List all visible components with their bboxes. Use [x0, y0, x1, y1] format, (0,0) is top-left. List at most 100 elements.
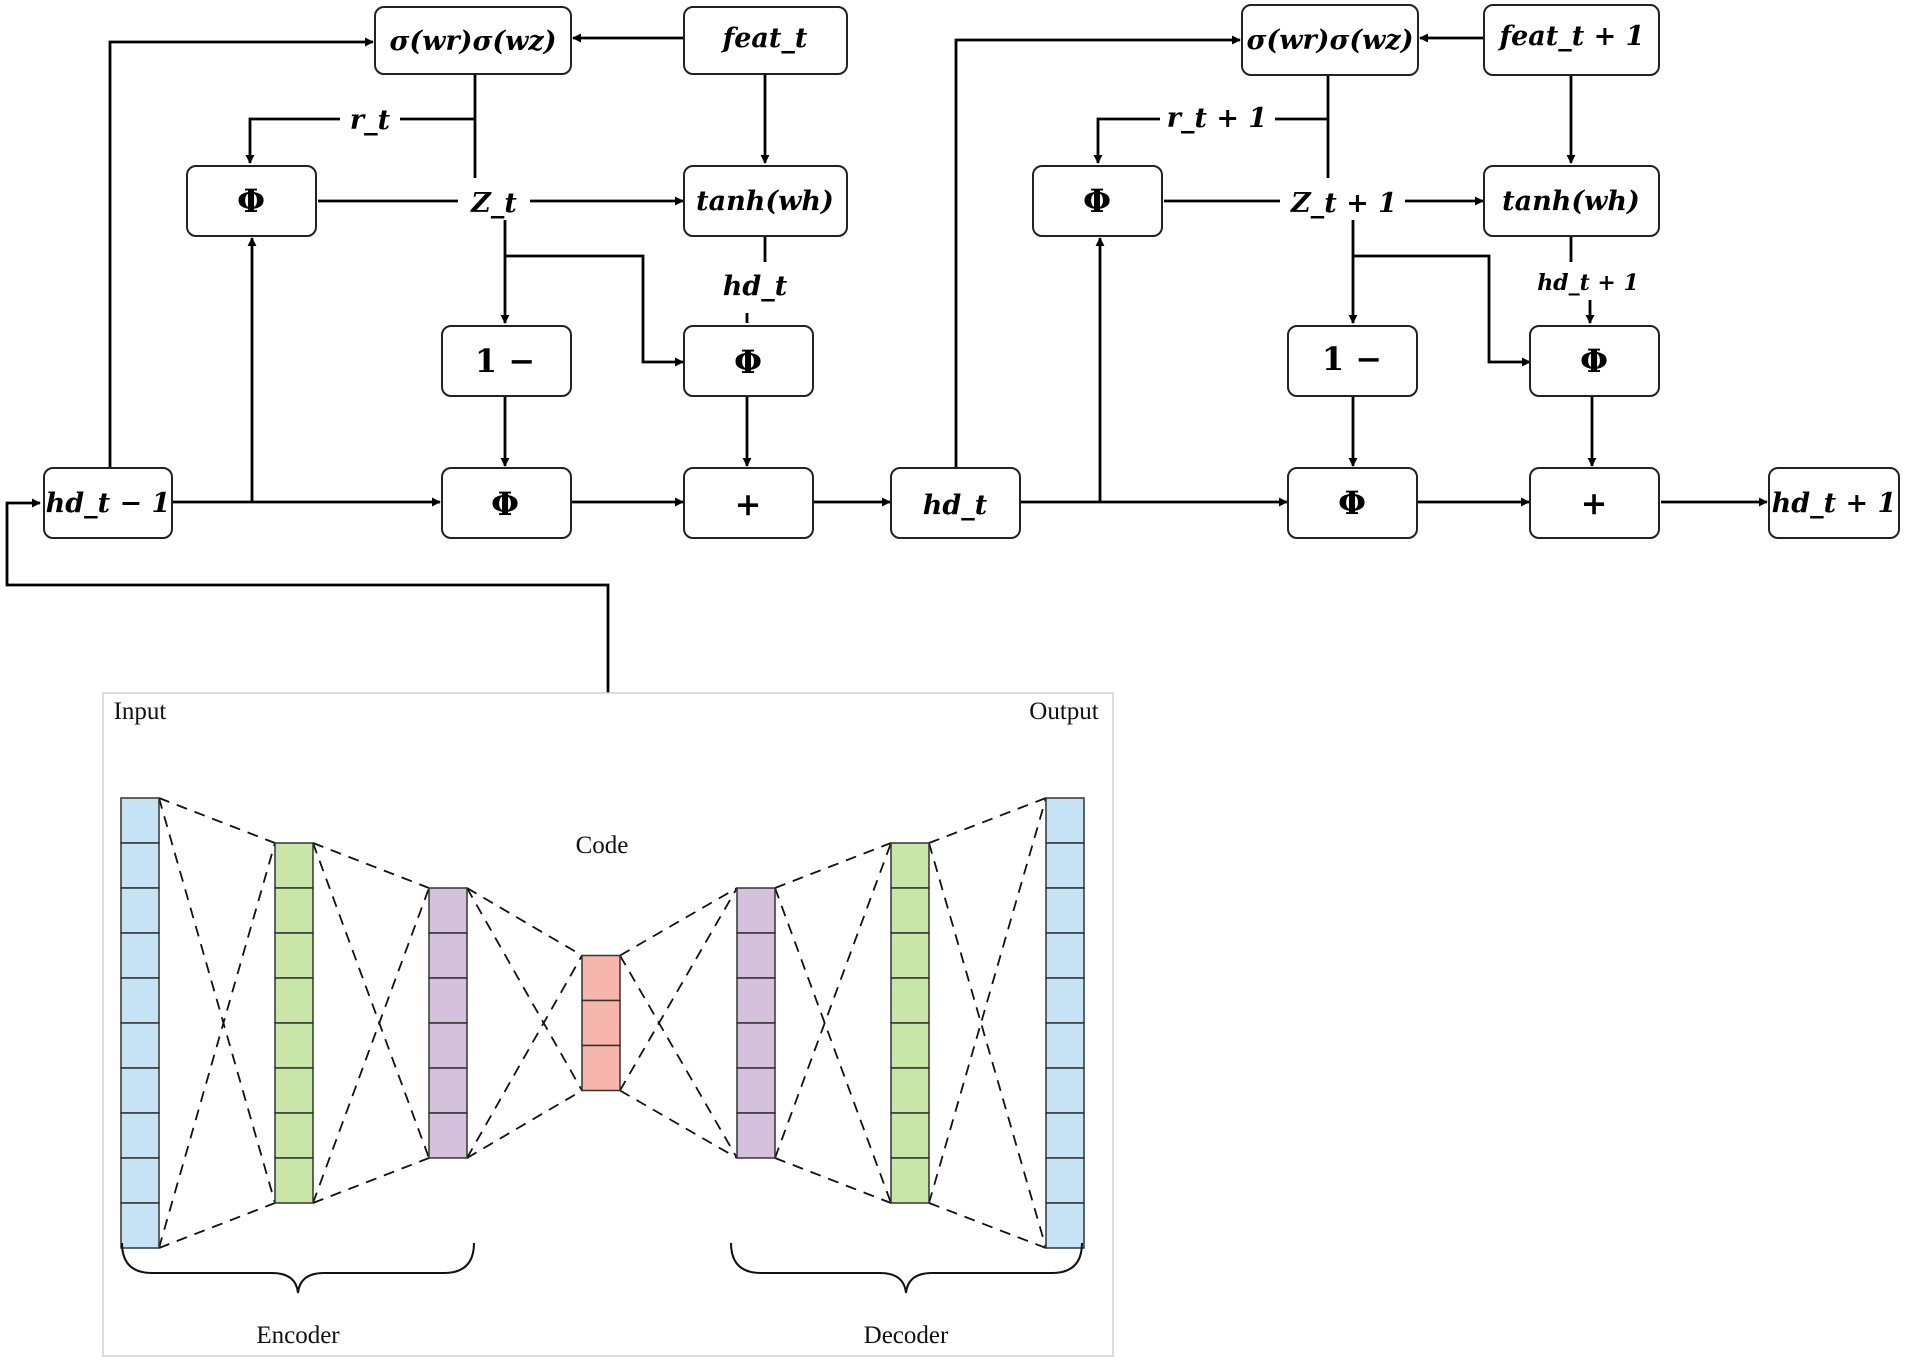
decoder-hidden-1-cell: [890, 887, 930, 934]
decoder-hidden-2-layer: [736, 887, 776, 1159]
plus-label-t: +: [735, 485, 762, 523]
phi-reset-label-t1: Φ: [1083, 182, 1111, 220]
plus-label-t1: +: [1581, 484, 1608, 522]
input-cell: [120, 1202, 160, 1249]
output-cell: [1045, 977, 1085, 1024]
encoder-hidden-2-layer: [428, 887, 468, 1159]
input-cell: [120, 887, 160, 934]
dashed-connection: [158, 1202, 276, 1249]
decoder-hidden-2-cell: [736, 887, 776, 934]
dashed-connection: [466, 955, 583, 1159]
gru-unit-t1-connections: [954, 33, 1768, 507]
gates-box-t1: [1241, 4, 1419, 76]
encoder-hidden-1-layer: [274, 842, 314, 1204]
input-cell: [120, 1157, 160, 1204]
phi-reset-box-t: [186, 165, 317, 237]
gates-label-t: σ(wr)σ(wz): [390, 26, 557, 57]
input-cell: [120, 797, 160, 844]
decoder-hidden-1-cell: [890, 1067, 930, 1114]
dashed-connection: [466, 887, 583, 957]
output-label: Output: [1029, 698, 1099, 725]
prev-state-label-t1: hd_t: [923, 490, 988, 521]
encoder-hidden-2-cell: [428, 932, 468, 979]
encoder-hidden-1-cell: [274, 1067, 314, 1114]
input-cell: [120, 1067, 160, 1114]
one-minus-box-t1: [1287, 325, 1418, 397]
dashed-connection: [928, 797, 1047, 1204]
prev-state-box-t: [43, 467, 173, 539]
reset-gate-label-t: r_t: [350, 105, 391, 136]
input-cell: [120, 977, 160, 1024]
gates-box-t: [374, 6, 572, 75]
decoder-hidden-2-cell: [736, 1067, 776, 1114]
phi-candidate-label-t1: Φ: [1580, 342, 1608, 380]
feat-label-t1: feat_t + 1: [1498, 21, 1645, 52]
prev-state-box-t1: [890, 467, 1021, 539]
output-cell: [1045, 842, 1085, 889]
feat-box-t1: [1483, 4, 1660, 76]
tanh-box-t: [683, 165, 848, 237]
autoencoder-to-gru-link: [5, 498, 610, 693]
output-state-label: hd_t + 1: [1772, 488, 1897, 519]
gru-unit-t-connections: [108, 33, 891, 507]
decoder-label: Decoder: [864, 1322, 949, 1349]
decoder-hidden-1-cell: [890, 1022, 930, 1069]
prev-state-label-t: hd_t − 1: [46, 488, 171, 519]
decoder-hidden-2-cell: [736, 977, 776, 1024]
dashed-connection: [158, 842, 276, 1249]
gru-unit-t1: σ(wr)σ(wz) feat_t + 1 r_t + 1 Φ Z_t + 1 …: [890, 4, 1900, 539]
input-cell: [120, 1112, 160, 1159]
encoder-hidden-1-cell: [274, 1022, 314, 1069]
dashed-connection: [928, 797, 1047, 844]
decoder-hidden-1-cell: [890, 842, 930, 889]
tanh-label-t1: tanh(wh): [1502, 186, 1640, 217]
update-gate-label-t1: Z_t + 1: [1290, 188, 1397, 219]
feat-label-t: feat_t: [721, 23, 808, 54]
plus-box-t: [683, 467, 814, 539]
phi-mix-label-t1: Φ: [1338, 484, 1366, 522]
encoder-label: Encoder: [256, 1322, 340, 1349]
output-cell: [1045, 887, 1085, 934]
encoder-hidden-1-cell: [274, 1157, 314, 1204]
dashed-connection: [774, 1157, 892, 1204]
tanh-box-t1: [1483, 165, 1660, 237]
reset-gate-label-t1: r_t + 1: [1167, 103, 1267, 134]
dashed-connection: [312, 1157, 430, 1204]
encoder-hidden-2-cell: [428, 977, 468, 1024]
output-cell: [1045, 797, 1085, 844]
encoder-hidden-1-cell: [274, 977, 314, 1024]
decoder-hidden-1-cell: [890, 932, 930, 979]
input-cell: [120, 1022, 160, 1069]
output-state-box: [1768, 467, 1900, 539]
feat-box-t: [683, 6, 848, 75]
input-layer: [120, 797, 160, 1249]
autoencoder-connections: [158, 797, 1047, 1249]
dashed-connection: [466, 1089, 583, 1159]
dashed-connection: [928, 842, 1047, 1249]
dashed-connection: [774, 842, 892, 889]
encoder-hidden-1-cell: [274, 932, 314, 979]
input-label: Input: [114, 698, 167, 725]
decoder-hidden-1-layer: [890, 842, 930, 1204]
decoder-hidden-1-cell: [890, 1157, 930, 1204]
output-cell: [1045, 1067, 1085, 1114]
candidate-label-t1: hd_t + 1: [1537, 270, 1639, 296]
encoder-hidden-2-cell: [428, 1022, 468, 1069]
gru-unit-t: σ(wr)σ(wz) feat_t r_t Φ Z_t tanh(wh) hd_…: [43, 6, 891, 539]
phi-candidate-label-t: Φ: [734, 343, 762, 381]
autoencoder: Input Output Code Encoder Decoder: [102, 692, 1114, 1357]
dashed-connection: [158, 797, 276, 844]
dashed-connection: [619, 887, 738, 957]
tanh-label-t: tanh(wh): [696, 186, 834, 217]
decoder-hidden-1-cell: [890, 977, 930, 1024]
encoder-hidden-1-cell: [274, 842, 314, 889]
dashed-connection: [466, 887, 583, 1091]
code-label: Code: [576, 832, 629, 859]
input-cell: [120, 842, 160, 889]
code-layer: [581, 954, 621, 1092]
encoder-hidden-2-cell: [428, 1112, 468, 1159]
decoder-brace: [730, 1242, 1083, 1294]
decoder-hidden-2-cell: [736, 1022, 776, 1069]
output-cell: [1045, 1112, 1085, 1159]
gates-label-t1: σ(wr)σ(wz): [1247, 25, 1414, 56]
